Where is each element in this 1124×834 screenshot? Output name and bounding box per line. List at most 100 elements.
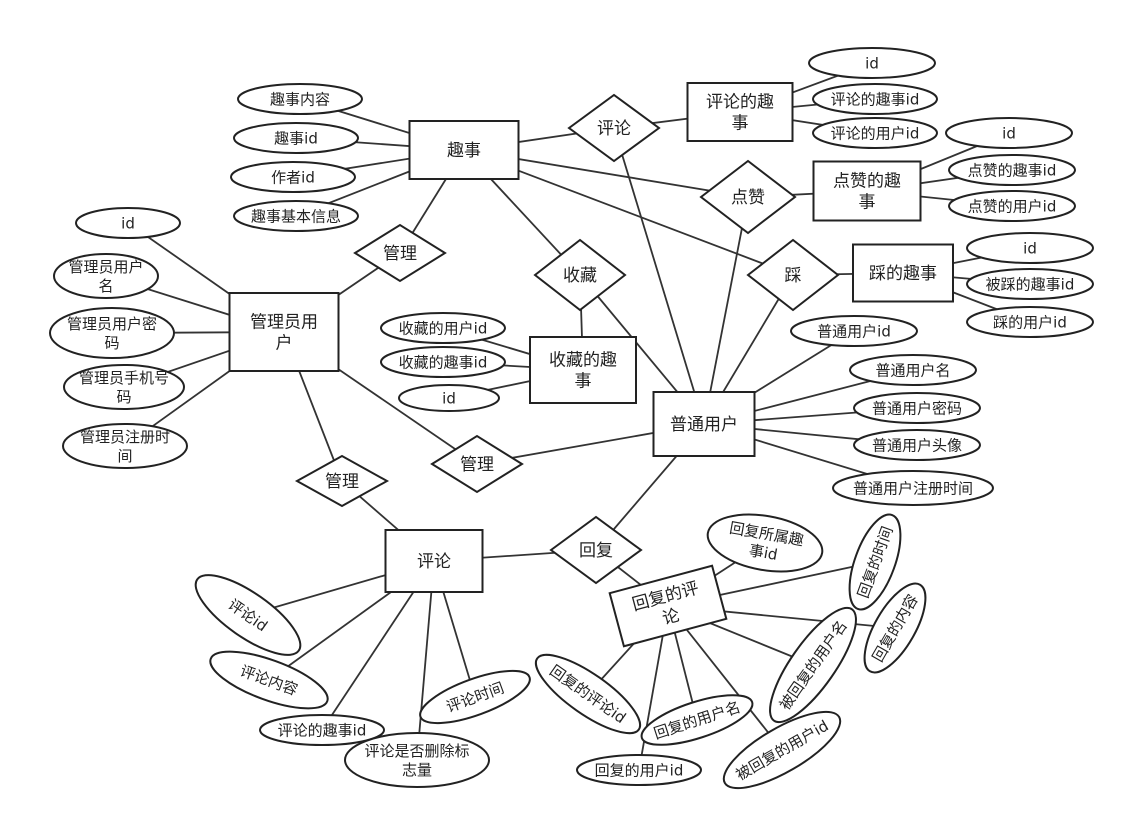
attribute-shape <box>75 207 181 239</box>
attribute-a-u-name: 普通用户名 <box>849 354 977 386</box>
entity-shape <box>408 120 520 180</box>
attribute-label: 收藏的用户id <box>399 319 488 337</box>
attribute-shape <box>853 429 981 461</box>
attribute-a-dz-qid: 点赞的趣事id <box>948 154 1076 186</box>
attribute-a-ad-reg: 管理员注册时间 <box>62 423 188 469</box>
entity-dianzan-qushi: 点赞的趣事 <box>812 160 922 222</box>
entity-shoucang-qushi: 收藏的趣事 <box>529 336 637 404</box>
entity-label: 收藏的趣事 <box>549 350 617 391</box>
attribute-label: 普通用户名 <box>875 361 950 379</box>
attribute-a-qs-info: 趣事基本信息 <box>233 200 359 232</box>
attribute-label: id <box>865 54 879 72</box>
entity-shape <box>384 529 484 593</box>
attribute-shape <box>576 754 702 786</box>
relationship-label: 管理 <box>460 455 494 475</box>
attribute-label: 评论的趣事id <box>278 721 367 739</box>
attribute-shape <box>209 650 329 710</box>
relationship-shape <box>294 454 390 508</box>
attribute-a-u-id: 普通用户id <box>790 315 918 347</box>
attribute-a-qs-id: 趣事id <box>233 122 359 154</box>
attribute-shape <box>380 346 506 378</box>
attribute-a-u-reg: 普通用户注册时间 <box>832 470 994 506</box>
entity-admin: 管理员用户 <box>228 292 340 372</box>
entity-label: 点赞的趣事 <box>833 171 901 212</box>
attribute-a-c-time: 评论时间 <box>419 669 531 725</box>
attribute-shape <box>534 653 642 735</box>
attribute-a-c-del: 评论是否删除标志量 <box>344 732 490 788</box>
entity-label: 评论的趣事 <box>706 92 774 133</box>
edge-comment-to-a-c-del <box>416 560 435 761</box>
entity-shape <box>686 82 794 142</box>
entity-cai-qushi: 踩的趣事 <box>852 243 954 303</box>
attribute-a-dz-id: id <box>945 117 1073 149</box>
relationship-r-dianzan: 点赞 <box>699 159 797 235</box>
attribute-label: 评论的趣事id <box>831 90 920 108</box>
attribute-shape <box>62 423 188 469</box>
attribute-shape <box>640 694 754 746</box>
entity-shape <box>228 292 340 372</box>
attribute-label: 被踩的趣事id <box>986 275 1075 293</box>
attribute-label: 点赞的趣事id <box>968 161 1057 179</box>
attribute-label: 踩的用户id <box>993 313 1067 331</box>
attribute-shape <box>259 714 385 746</box>
attribute-shape <box>63 364 185 410</box>
entity-shape <box>652 391 756 457</box>
attribute-label: 趣事基本信息 <box>251 207 341 225</box>
relationship-r-huifu: 回复 <box>549 515 643 585</box>
relationship-label: 管理 <box>325 472 359 492</box>
relationship-r-guanli2: 管理 <box>430 434 524 494</box>
attribute-shape <box>49 307 175 359</box>
attribute-a-c-id: 评论id <box>194 574 302 656</box>
attribute-shape <box>808 47 936 79</box>
attribute-shape <box>344 732 490 788</box>
attribute-a-cai-id: id <box>966 232 1094 264</box>
attribute-a-c-content: 评论内容 <box>209 650 329 710</box>
relationship-r-guanli1: 管理 <box>353 223 447 283</box>
attribute-shape <box>233 122 359 154</box>
attribute-shape <box>945 117 1073 149</box>
attribute-shape <box>812 117 938 149</box>
attribute-label: 普通用户头像 <box>872 436 962 454</box>
attribute-label: 趣事内容 <box>270 90 330 108</box>
relationship-label: 管理 <box>383 244 417 264</box>
attribute-a-ad-name: 管理员用户名 <box>53 253 159 299</box>
attribute-label: id <box>1023 239 1037 257</box>
relationship-r-guanli3: 管理 <box>294 454 390 508</box>
attribute-shape <box>849 354 977 386</box>
entity-shape <box>529 336 637 404</box>
attribute-shape <box>233 200 359 232</box>
attribute-a-qs-content: 趣事内容 <box>237 83 363 115</box>
attribute-label: 管理员注册时间 <box>80 428 170 465</box>
attribute-label: 回复的用户id <box>595 761 684 779</box>
attribute-shape <box>812 83 938 115</box>
relationship-label: 回复 <box>579 541 613 561</box>
entity-pinglun-qushi: 评论的趣事 <box>686 82 794 142</box>
entity-reply: 回复的评论 <box>608 564 728 648</box>
relationship-label: 收藏 <box>563 266 597 286</box>
attribute-a-r-uid: 回复的用户id <box>576 754 702 786</box>
relationship-r-shoucang: 收藏 <box>533 238 627 312</box>
attribute-label: 点赞的用户id <box>968 197 1057 215</box>
attribute-a-u-avatar: 普通用户头像 <box>853 429 981 461</box>
attribute-a-ad-phone: 管理员手机号码 <box>63 364 185 410</box>
entity-label: 踩的趣事 <box>869 264 937 284</box>
attribute-shape <box>380 312 506 344</box>
attribute-shape <box>722 710 842 790</box>
attribute-label: 作者id <box>271 168 315 186</box>
attribute-shape <box>194 574 302 656</box>
entity-label: 管理员用户 <box>250 312 318 353</box>
attribute-a-cai-uid: 踩的用户id <box>966 306 1094 338</box>
edge-r-dianzan-to-user <box>703 196 749 425</box>
entity-user: 普通用户 <box>652 391 756 457</box>
attribute-a-sc-qid: 收藏的趣事id <box>380 346 506 378</box>
attribute-shape <box>790 315 918 347</box>
attribute-shape <box>853 392 981 424</box>
attribute-a-pq-id: id <box>808 47 936 79</box>
attribute-shape <box>230 161 356 193</box>
relationship-shape <box>699 159 797 235</box>
attribute-a-r-cid: 回复的评论id <box>534 653 642 735</box>
relationship-r-pinglun: 评论 <box>567 93 661 163</box>
attribute-shape <box>848 513 902 611</box>
entity-label: 评论 <box>417 552 451 572</box>
